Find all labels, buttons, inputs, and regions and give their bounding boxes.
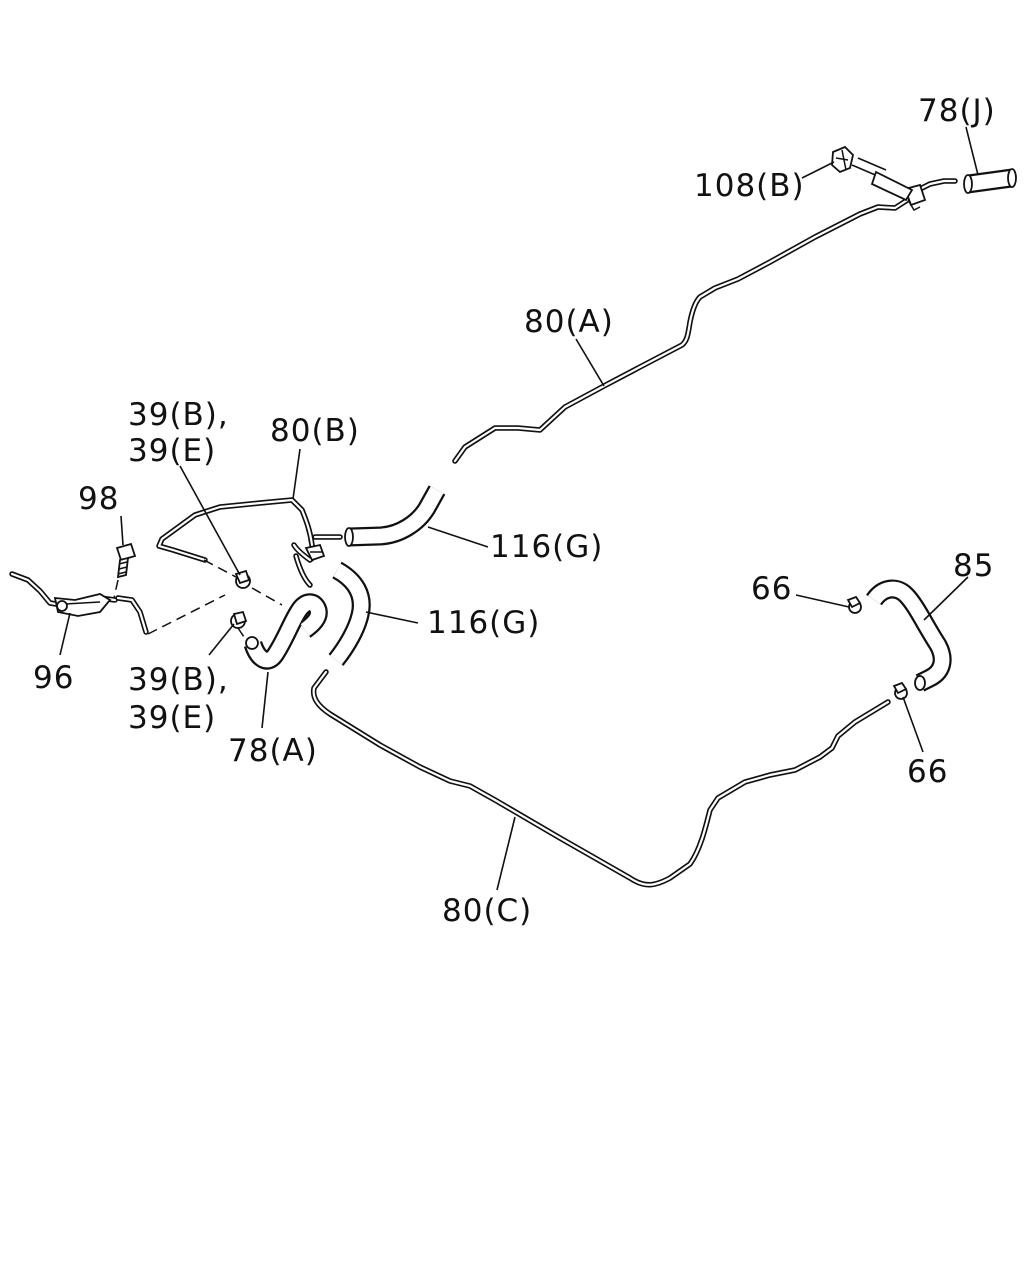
- callout-66-upper: 66: [751, 571, 792, 607]
- callout-85: 85: [953, 548, 994, 584]
- callout-80c: 80(C): [442, 893, 532, 929]
- callout-39be-top-line1: 39(B),: [128, 397, 229, 433]
- clip-108b: [831, 145, 914, 202]
- hose-85: [866, 579, 952, 692]
- callout-116g-lower: 116(G): [427, 605, 540, 641]
- leader-lines: [59, 126, 979, 891]
- clamp-66-upper: [846, 595, 862, 614]
- callout-96: 96: [33, 660, 74, 696]
- callout-39be-top-line2: 39(E): [128, 433, 216, 469]
- callout-116g-upper: 116(G): [490, 529, 603, 565]
- callout-98: 98: [78, 481, 119, 517]
- clamp-39be-top: [234, 569, 251, 589]
- hose-78j: [963, 168, 1017, 194]
- bolt-98: [113, 542, 137, 599]
- pipe-80b: [156, 497, 343, 588]
- clamp-66-lower: [892, 681, 908, 700]
- assembly-line-39-mid: [251, 587, 283, 606]
- callout-39be-bottom-line2: 39(E): [128, 700, 216, 736]
- callout-80a: 80(A): [524, 304, 614, 340]
- clip-on-80b: [304, 543, 326, 562]
- callout-80b: 80(B): [270, 413, 360, 449]
- hose-78a: [243, 593, 328, 670]
- hose-116g-upper: [344, 485, 446, 547]
- bracket-96: [9, 571, 226, 635]
- callout-66-lower: 66: [907, 754, 948, 790]
- assembly-line-39-bottom: [237, 627, 247, 641]
- callout-39be-bottom-line1: 39(B),: [128, 662, 229, 698]
- hose-116g-lower: [328, 561, 371, 666]
- callout-78a: 78(A): [228, 733, 318, 769]
- callout-108b: 108(B): [694, 168, 805, 204]
- assembly-line-39-top: [203, 559, 237, 578]
- callout-78j: 78(J): [918, 93, 996, 129]
- pipe-80c: [310, 669, 891, 888]
